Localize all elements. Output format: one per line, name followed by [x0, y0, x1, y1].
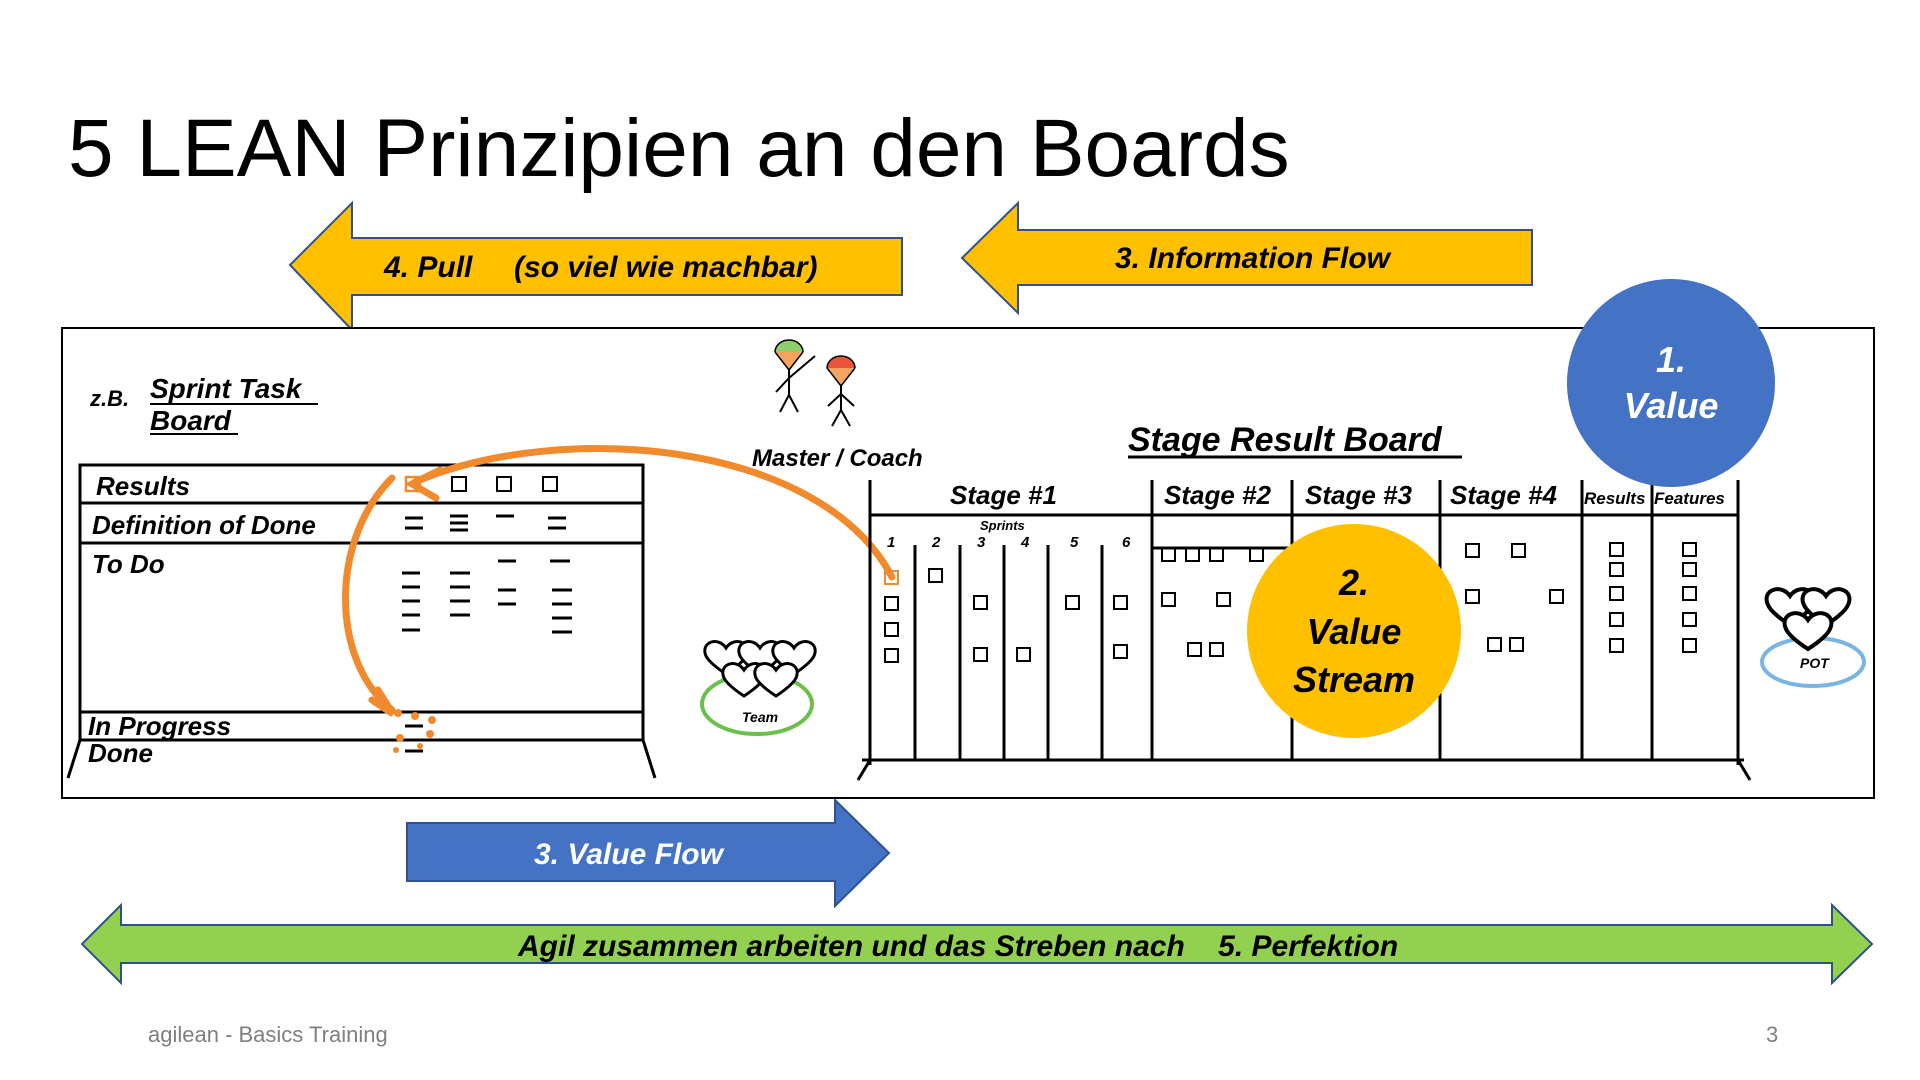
value-stream-circle: 2. Value Stream: [1247, 524, 1461, 738]
task-board-title-line2: Board: [150, 405, 232, 436]
sprint-number-5: 5: [1070, 534, 1079, 551]
value-flow-label: 3. Value Flow: [534, 838, 725, 871]
master-coach-figure: Master / Coach: [752, 339, 923, 472]
slide-title: 5 LEAN Prinzipien an den Boards: [68, 103, 1290, 194]
sprint-number-1: 1: [887, 534, 895, 551]
page-number: 3: [1766, 1022, 1779, 1047]
po-label: POT: [1800, 655, 1830, 671]
pull-arrow-label: 4. Pull (so viel wie machbar): [383, 251, 817, 284]
information-flow-label: 3. Information Flow: [1115, 242, 1392, 275]
value-stream-line1: 2.: [1338, 562, 1369, 603]
perfection-arrow-label: Agil zusammen arbeiten und das Streben n…: [517, 930, 1398, 963]
task-row-in-progress: In Progress: [88, 711, 231, 741]
stage-result-board: Stage Result Board: [856, 421, 1752, 781]
value-circle-line2: Value: [1624, 385, 1719, 426]
task-row-to-do: To Do: [92, 549, 165, 579]
team-label: Team: [742, 709, 778, 725]
stage-2-label: Stage #2: [1164, 480, 1271, 510]
value-stream-line3: Stream: [1293, 659, 1415, 700]
pull-flow-curve: [342, 445, 896, 717]
sprints-label: Sprints: [980, 518, 1025, 533]
information-flow-arrow: 3. Information Flow: [960, 200, 1533, 316]
team-group: Team: [700, 640, 817, 736]
value-circle-line1: 1.: [1656, 339, 1686, 380]
stage-1-label: Stage #1: [950, 480, 1057, 510]
value-circle: 1. Value: [1567, 279, 1775, 487]
master-coach-label: Master / Coach: [752, 445, 923, 472]
value-stream-line2: Value: [1307, 611, 1402, 652]
coach-figure-left: [774, 339, 816, 413]
team-hearts-icon: [703, 640, 817, 698]
sprint-number-2: 2: [931, 534, 941, 551]
coach-figure-right: [826, 355, 856, 427]
features-column-label: Features: [1654, 489, 1725, 508]
slide-footer: agilean - Basics Training: [148, 1022, 388, 1047]
stage-4-label: Stage #4: [1450, 480, 1557, 510]
task-row-results: Results: [96, 471, 190, 501]
sprint-number-6: 6: [1122, 534, 1131, 551]
task-board-title-line1: Sprint Task: [150, 373, 303, 404]
sprint-number-3: 3: [977, 534, 986, 551]
stage-3-label: Stage #3: [1305, 480, 1412, 510]
task-row-definition-of-done: Definition of Done: [92, 510, 316, 540]
sprint-task-board: z.B. Sprint Task Board Results Definitio…: [66, 373, 657, 779]
perfection-arrow: Agil zusammen arbeiten und das Streben n…: [80, 902, 1874, 986]
value-flow-arrow: 3. Value Flow: [406, 797, 891, 909]
result-board-title: Stage Result Board: [1128, 421, 1443, 459]
sprint-number-4: 4: [1020, 534, 1030, 551]
results-column-label: Results: [1584, 489, 1645, 508]
task-row-done: Done: [88, 738, 153, 768]
po-group: POT: [1760, 587, 1866, 688]
pull-arrow: 4. Pull (so viel wie machbar): [288, 200, 903, 333]
po-hearts-icon: [1764, 587, 1852, 652]
task-board-prefix: z.B.: [89, 386, 129, 411]
